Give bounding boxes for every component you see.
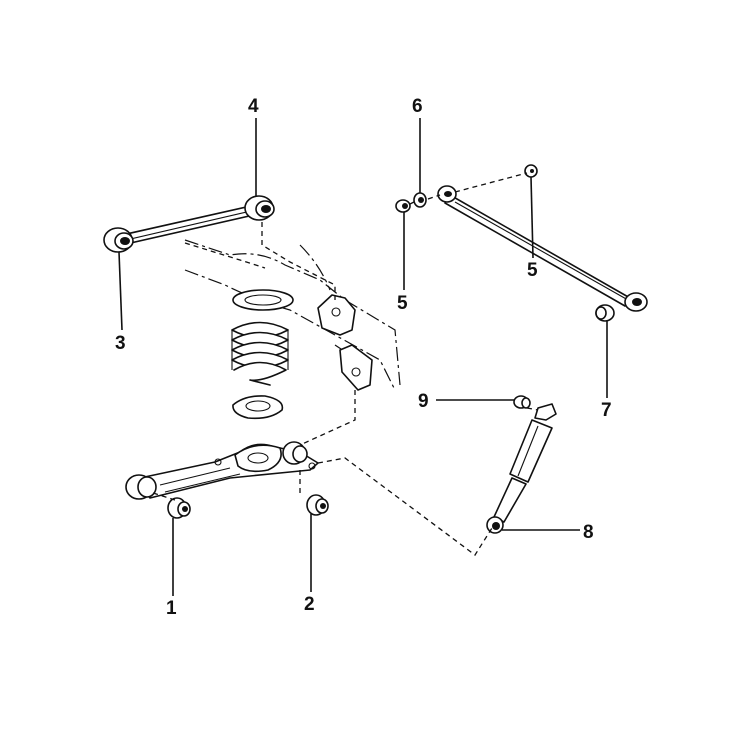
shock-absorber xyxy=(486,403,557,534)
bushing-1 xyxy=(167,497,191,519)
callout-3: 3 xyxy=(115,333,126,354)
bushing-6 xyxy=(413,192,427,208)
bushing-5-right xyxy=(524,164,538,178)
callout-2: 2 xyxy=(304,594,315,615)
axle-housing xyxy=(184,239,401,391)
lower-spring-seat xyxy=(232,395,284,420)
callout-8: 8 xyxy=(583,522,594,543)
leader-lines xyxy=(118,118,608,596)
callout-5-right: 5 xyxy=(527,260,538,281)
callout-1: 1 xyxy=(166,598,177,619)
bushing-9 xyxy=(513,395,531,409)
leader-3 xyxy=(118,251,123,331)
upper-spring-seat xyxy=(232,289,294,311)
upper-control-arm xyxy=(103,195,275,253)
callout-6: 6 xyxy=(412,96,423,117)
callout-7: 7 xyxy=(601,400,612,421)
bushing-7 xyxy=(595,304,615,322)
callout-5-left: 5 xyxy=(397,293,408,314)
callout-labels: 4 3 6 5 5 7 9 8 1 2 xyxy=(115,96,612,619)
callout-4: 4 xyxy=(248,96,259,117)
assembly-guide-lines xyxy=(149,172,539,556)
lower-control-arm xyxy=(125,441,319,500)
bushing-5-left xyxy=(395,199,411,213)
callout-9: 9 xyxy=(418,391,429,412)
coil-spring xyxy=(231,321,289,386)
bushing-2 xyxy=(306,494,329,516)
leader-5b xyxy=(530,176,534,259)
lateral-control-rod xyxy=(437,185,648,312)
